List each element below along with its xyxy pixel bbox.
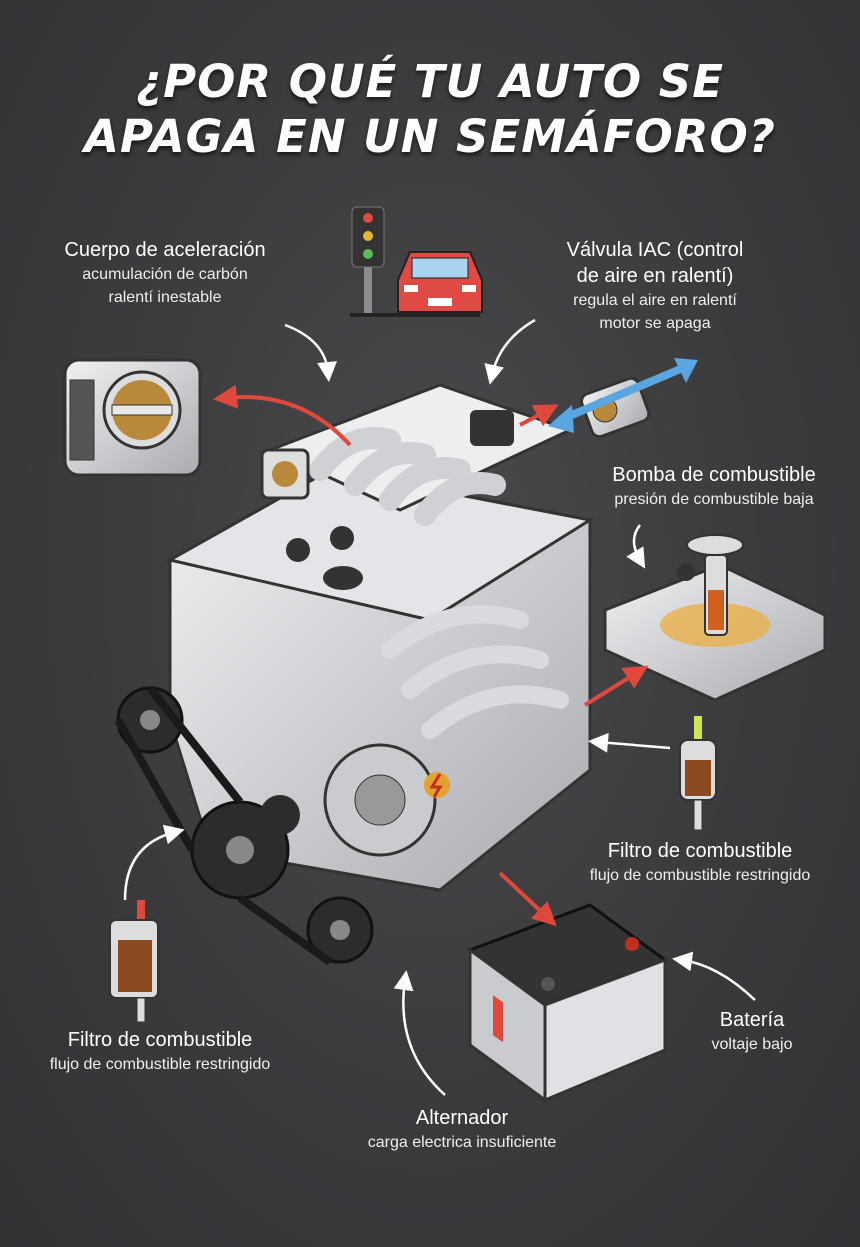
label-line: voltaje bajo — [711, 1036, 793, 1053]
traffic-light-icon — [350, 206, 480, 317]
fuel-filter-left-icon — [109, 900, 159, 1023]
label-title: Cuerpo de aceleración — [64, 239, 266, 261]
label-title: Válvula IAC (control — [566, 239, 744, 261]
label-fuel-pump: Bomba de combustible presión de combusti… — [612, 462, 815, 511]
label-title: Bomba de combustible — [612, 464, 816, 486]
label-line: flujo de combustible restringido — [49, 1056, 271, 1073]
label-title: Batería — [719, 1009, 785, 1031]
label-title: Alternador — [415, 1107, 509, 1129]
label-line: motor se apaga — [599, 315, 711, 332]
label-line: carga electrica insuficiente — [367, 1134, 557, 1151]
label-title: de aire en ralentí) — [576, 265, 734, 287]
iac-valve-on-engine — [470, 410, 514, 446]
fuel-pump-icon — [603, 534, 827, 702]
label-line: acumulación de carbón — [82, 266, 248, 283]
throttle-body-icon — [63, 358, 202, 477]
label-fuel-filter-right: Filtro de combustible flujo de combustib… — [590, 838, 811, 887]
label-alternator: Alternador carga electrica insuficiente — [368, 1105, 557, 1154]
fuel-filter-right-icon — [679, 716, 717, 831]
car-icon — [397, 251, 483, 313]
label-throttle-body: Cuerpo de aceleración acumulación de car… — [64, 237, 265, 309]
pointer-arrows — [123, 318, 756, 1096]
iac-valve-icon — [548, 358, 698, 439]
label-iac-valve: Válvula IAC (control de aire en ralentí)… — [567, 237, 744, 335]
red-arrows — [213, 384, 649, 927]
label-line: flujo de combustible restringido — [589, 867, 811, 884]
label-line: regula el aire en ralentí — [573, 292, 737, 309]
label-title: Filtro de combustible — [67, 1029, 253, 1051]
alternator-icon — [323, 743, 450, 857]
label-line: ralentí inestable — [108, 289, 222, 306]
title-line-1: ¿POR QUÉ TU AUTO SE — [136, 55, 724, 108]
label-fuel-filter-left: Filtro de combustible flujo de combustib… — [50, 1027, 271, 1076]
label-line: presión de combustible baja — [614, 491, 814, 508]
title-line-2: APAGA EN UN SEMÁFORO? — [84, 110, 776, 163]
engine-block — [114, 383, 595, 966]
label-battery: Batería voltaje bajo — [712, 1007, 793, 1056]
battery-icon — [466, 903, 669, 1103]
label-title: Filtro de combustible — [607, 840, 793, 862]
